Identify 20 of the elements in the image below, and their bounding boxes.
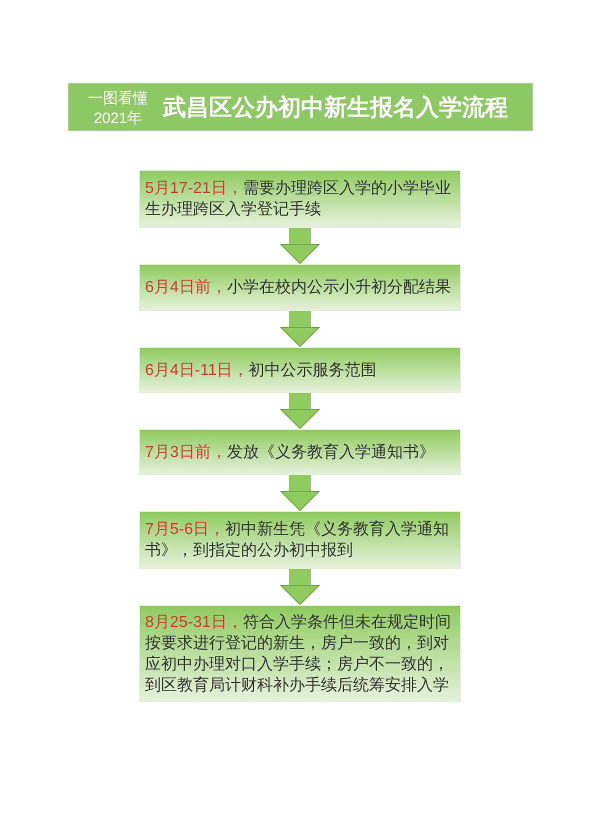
step-text: 6月4日前，小学在校内公示小升初分配结果 [145,278,451,298]
arrow [280,311,320,347]
step-text: 5月17-21日，需要办理跨区入学的小学毕业生办理跨区入学登记手续 [145,178,452,220]
step-text: 7月5-6日，初中新生凭《义务教育入学通知书》，到指定的公办初中报到 [145,519,450,561]
arrow [280,393,320,429]
arrow [280,228,320,264]
arrow [280,569,320,605]
step-text: 8月25-31日，符合入学条件但未在规定时间按要求进行登记的新生，房户一致的，到对应初中办理对口入学手续；房户不一致的，到区教育局计财科补办手续后统筹安排入学 [145,612,452,696]
step-box [139,170,461,228]
step-box [139,264,461,311]
step-text: 6月4日-11日，初中公示服务范围 [145,360,377,380]
step-box [139,429,461,475]
banner-caption: 一图看懂 [88,90,148,108]
title: 武昌区公办初中新生报名入学流程 [163,93,508,121]
step-box [139,511,461,569]
step-text: 7月3日前，发放《义务教育入学通知书》 [145,442,435,462]
step-box [139,605,461,702]
arrow [280,475,320,511]
step-box [139,347,461,393]
banner-caption: 2021年 [94,110,142,128]
